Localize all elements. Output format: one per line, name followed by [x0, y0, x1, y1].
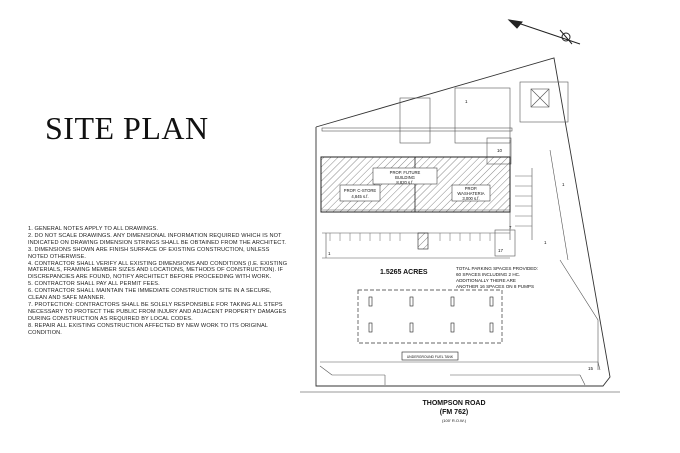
note-5: 5. CONTRACTOR SHALL PAY ALL PERMIT FEES.	[28, 281, 160, 288]
fuel-canopy	[357, 289, 503, 344]
space-count: 1	[544, 240, 547, 245]
note-8: 8. REPAIR ALL EXISTING CONSTRUCTION AFFE…	[28, 322, 268, 336]
north-arrow-icon	[507, 19, 581, 45]
acreage-label: 1.5265 ACRES	[380, 269, 428, 276]
parking-stalls-top	[329, 175, 532, 241]
parking-note-2: 60 SPACES INCLUDING 2 HC.	[456, 272, 520, 277]
fuel-pumps	[368, 296, 494, 333]
page-title: SITE PLAN	[45, 110, 209, 146]
general-notes: 1. GENERAL NOTES APPLY TO ALL DRAWINGS. …	[28, 226, 290, 337]
future-building-label-1: PROP. FUTURE	[390, 170, 421, 175]
note-4: 4. CONTRACTOR SHALL VERIFY ALL EXISTING …	[28, 260, 288, 281]
property-line	[315, 57, 611, 387]
proposed-building	[320, 156, 511, 213]
note-3: 3. DIMENSIONS SHOWN ARE FINISH SURFACE O…	[28, 246, 270, 260]
space-count: 17	[498, 248, 504, 253]
road-row: (100' R.O.W.)	[442, 418, 467, 423]
cstore-area: 4,845 s.f.	[351, 194, 368, 199]
space-count: 10	[497, 148, 503, 153]
washateria-label-2: WASHATERIA	[457, 191, 484, 196]
road-designation: (FM 762)	[440, 409, 468, 416]
space-count: 7	[509, 225, 512, 230]
parking-note-3: ADDITIONALLY THERE ARE	[456, 278, 516, 283]
cstore-label: PROP. C-STORE	[344, 188, 377, 193]
tank-label: UNDERGROUND FUEL TANK	[407, 355, 454, 359]
note-1: 1. GENERAL NOTES APPLY TO ALL DRAWINGS.	[28, 226, 159, 232]
space-count: 1	[328, 251, 331, 256]
future-building-label-2: BUILDING	[395, 175, 415, 180]
note-7: 7. PROTECTION: CONTRACTORS SHALL BE SOLE…	[28, 301, 287, 322]
underground-fuel-tank	[401, 351, 459, 361]
space-count: 1	[465, 99, 468, 104]
space-count: 15	[588, 366, 594, 371]
space-count: 1	[562, 182, 565, 187]
road-name: THOMPSON ROAD	[423, 400, 486, 407]
parking-note-1: TOTAL PARKING SPACES PROVIDED:	[456, 266, 538, 271]
note-2: 2. DO NOT SCALE DRAWINGS. ANY DIMENSIONA…	[28, 232, 286, 246]
future-building-area: 8,820 s.f.	[396, 180, 413, 185]
washateria-area: 3,000 s.f.	[462, 196, 479, 201]
washateria-label-1: PROP.	[465, 186, 478, 191]
dumpster-enclosure	[417, 232, 429, 250]
parking-note-4: ANOTHER 16 SPACES ON 8 PUMPS	[456, 284, 534, 289]
note-6: 6. CONTRACTOR SHALL MAINTAIN THE IMMEDIA…	[28, 288, 272, 302]
